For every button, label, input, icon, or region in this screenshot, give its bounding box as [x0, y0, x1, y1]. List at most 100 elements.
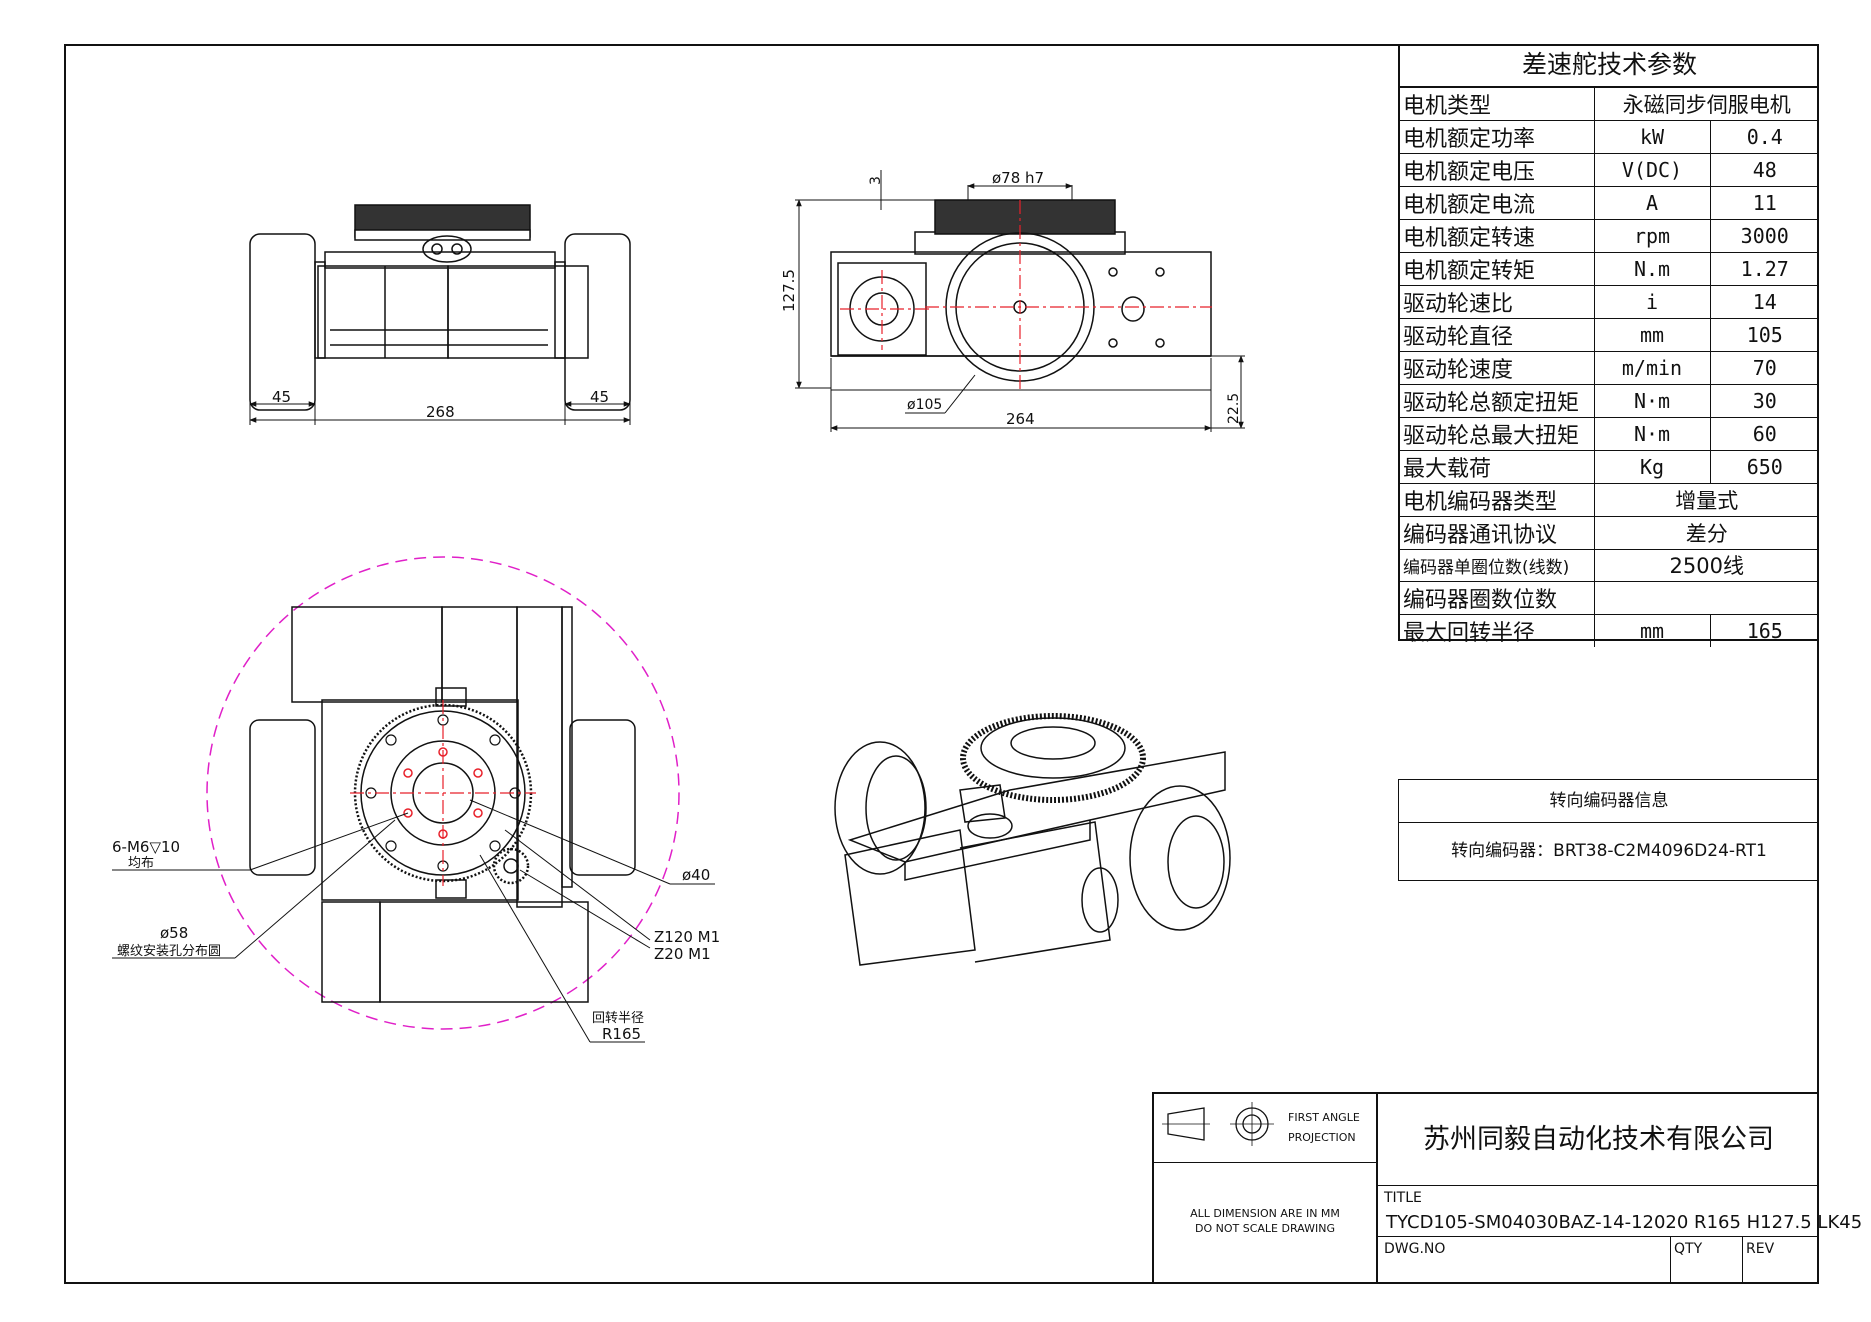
plan-holes-even: 均布 — [128, 856, 154, 871]
note-line-1: ALL DIMENSION ARE IN MM — [1190, 1207, 1340, 1220]
drawing-title: TYCD105-SM04030BAZ-14-12020 R165 H127.5 … — [1386, 1212, 1863, 1233]
title-block-left: FIRST ANGLE PROJECTION ALL DIMENSION ARE… — [1154, 1094, 1378, 1284]
spec-unit: rpm — [1593, 219, 1711, 253]
dimension-note: ALL DIMENSION ARE IN MM DO NOT SCALE DRA… — [1154, 1206, 1376, 1236]
isometric-view — [834, 713, 1231, 966]
projection-line-2: PROJECTION — [1288, 1131, 1356, 1144]
spec-unit: Kg — [1593, 450, 1711, 484]
projection-cell: FIRST ANGLE PROJECTION — [1154, 1094, 1376, 1163]
dim-side-bottom: 22.5 — [1226, 393, 1242, 424]
spec-unit: mm — [1593, 613, 1711, 647]
dim-side-bore: ø78 h7 — [992, 169, 1044, 187]
swing-radius-circle — [206, 556, 680, 1030]
spec-name: 最大回转半径 — [1400, 613, 1595, 647]
spec-unit: N.m — [1593, 252, 1711, 286]
plan-pcd-note: 螺纹安装孔分布圆 — [117, 944, 221, 959]
spec-unit: i — [1593, 285, 1711, 319]
spec-value: 3000 — [1709, 219, 1819, 253]
steer-encoder-title: 转向编码器信息 — [1399, 780, 1819, 823]
spec-name: 电机额定转矩 — [1400, 252, 1595, 286]
spec-value: 永磁同步伺服电机 — [1593, 87, 1819, 121]
plan-center-dia: ø40 — [682, 866, 710, 884]
spec-unit: N·m — [1593, 384, 1711, 418]
spec-unit: mm — [1593, 318, 1711, 352]
spec-name: 编码器圈数位数 — [1400, 580, 1595, 615]
plan-gear-small: Z20 M1 — [654, 945, 711, 963]
rev-label: REV — [1742, 1237, 1777, 1283]
side-dims — [795, 170, 1245, 432]
plan-holes — [403, 747, 483, 839]
spec-name: 驱动轮总额定扭矩 — [1400, 384, 1595, 418]
dim-side-height: 127.5 — [780, 269, 798, 312]
spec-name: 电机额定转速 — [1400, 219, 1595, 253]
spec-name: 驱动轮速度 — [1400, 351, 1595, 385]
plan-radius-value: R165 — [602, 1025, 641, 1043]
spec-name: 编码器单圈位数(线数) — [1400, 549, 1595, 582]
spec-name: 驱动轮直径 — [1400, 318, 1595, 352]
plan-holes-spec: 6-M6▽10 — [112, 838, 180, 856]
spec-name: 驱动轮总最大扭矩 — [1400, 417, 1595, 451]
spec-value: 增量式 — [1593, 483, 1819, 517]
spec-value: 48 — [1709, 153, 1819, 187]
spec-name: 电机额定电压 — [1400, 153, 1595, 187]
plan-radius-label: 回转半径 — [592, 1011, 644, 1026]
plan-center-lines — [350, 700, 536, 886]
spec-name: 电机额定电流 — [1400, 186, 1595, 220]
table-row: 最大回转半径 mm 165 — [1400, 613, 1819, 647]
spec-unit: N·m — [1593, 417, 1711, 451]
spec-unit: A — [1593, 186, 1711, 220]
dim-side-wheel-dia: ø105 — [907, 397, 942, 413]
dim-side-length: 264 — [1006, 410, 1035, 428]
spec-value: 14 — [1709, 285, 1819, 319]
spec-value: 0.4 — [1709, 120, 1819, 154]
plan-leaders — [112, 799, 715, 1043]
spec-value — [1593, 580, 1819, 615]
company-name: 苏州同毅自动化技术有限公司 — [1378, 1094, 1819, 1186]
spec-unit: kW — [1593, 120, 1711, 154]
dim-front-total: 268 — [426, 403, 455, 421]
steer-encoder-model: 转向编码器：BRT38-C2M4096D24-RT1 — [1451, 841, 1767, 861]
spec-name: 电机额定功率 — [1400, 120, 1595, 154]
spec-value: 105 — [1709, 318, 1819, 352]
side-center-lines — [840, 200, 1212, 392]
spec-name: 编码器通讯协议 — [1400, 516, 1595, 550]
qty-label: QTY — [1670, 1237, 1705, 1283]
spec-value: 11 — [1709, 186, 1819, 220]
spec-value: 差分 — [1593, 516, 1819, 550]
spec-unit: V(DC) — [1593, 153, 1711, 187]
dim-front-wheel-left: 45 — [272, 388, 291, 406]
side-view — [830, 199, 1212, 391]
drawing-border — [64, 44, 1819, 1284]
spec-name: 最大载荷 — [1400, 450, 1595, 484]
title-label: TITLE — [1384, 1190, 1422, 1206]
spec-value: 30 — [1709, 384, 1819, 418]
note-line-2: DO NOT SCALE DRAWING — [1195, 1222, 1335, 1235]
plan-pcd: ø58 — [160, 924, 188, 942]
table-row: 编码器圈数位数 — [1400, 580, 1819, 615]
steer-encoder-box: 转向编码器信息 转向编码器：BRT38-C2M4096D24-RT1 — [1398, 779, 1819, 881]
table-row: 电机编码器类型 增量式 — [1400, 483, 1819, 517]
spec-name: 电机类型 — [1400, 87, 1595, 121]
first-angle-projection-icon — [1162, 1102, 1274, 1146]
dim-side-top-gap: 3 — [868, 176, 884, 185]
projection-line-1: FIRST ANGLE — [1288, 1111, 1360, 1124]
spec-title: 差速舵技术参数 — [1400, 44, 1819, 87]
spec-value: 1.27 — [1709, 252, 1819, 286]
spec-value: 650 — [1709, 450, 1819, 484]
title-block: FIRST ANGLE PROJECTION ALL DIMENSION ARE… — [1152, 1092, 1862, 1284]
spec-value: 165 — [1709, 613, 1819, 647]
table-row: 编码器通讯协议 差分 — [1400, 516, 1819, 550]
